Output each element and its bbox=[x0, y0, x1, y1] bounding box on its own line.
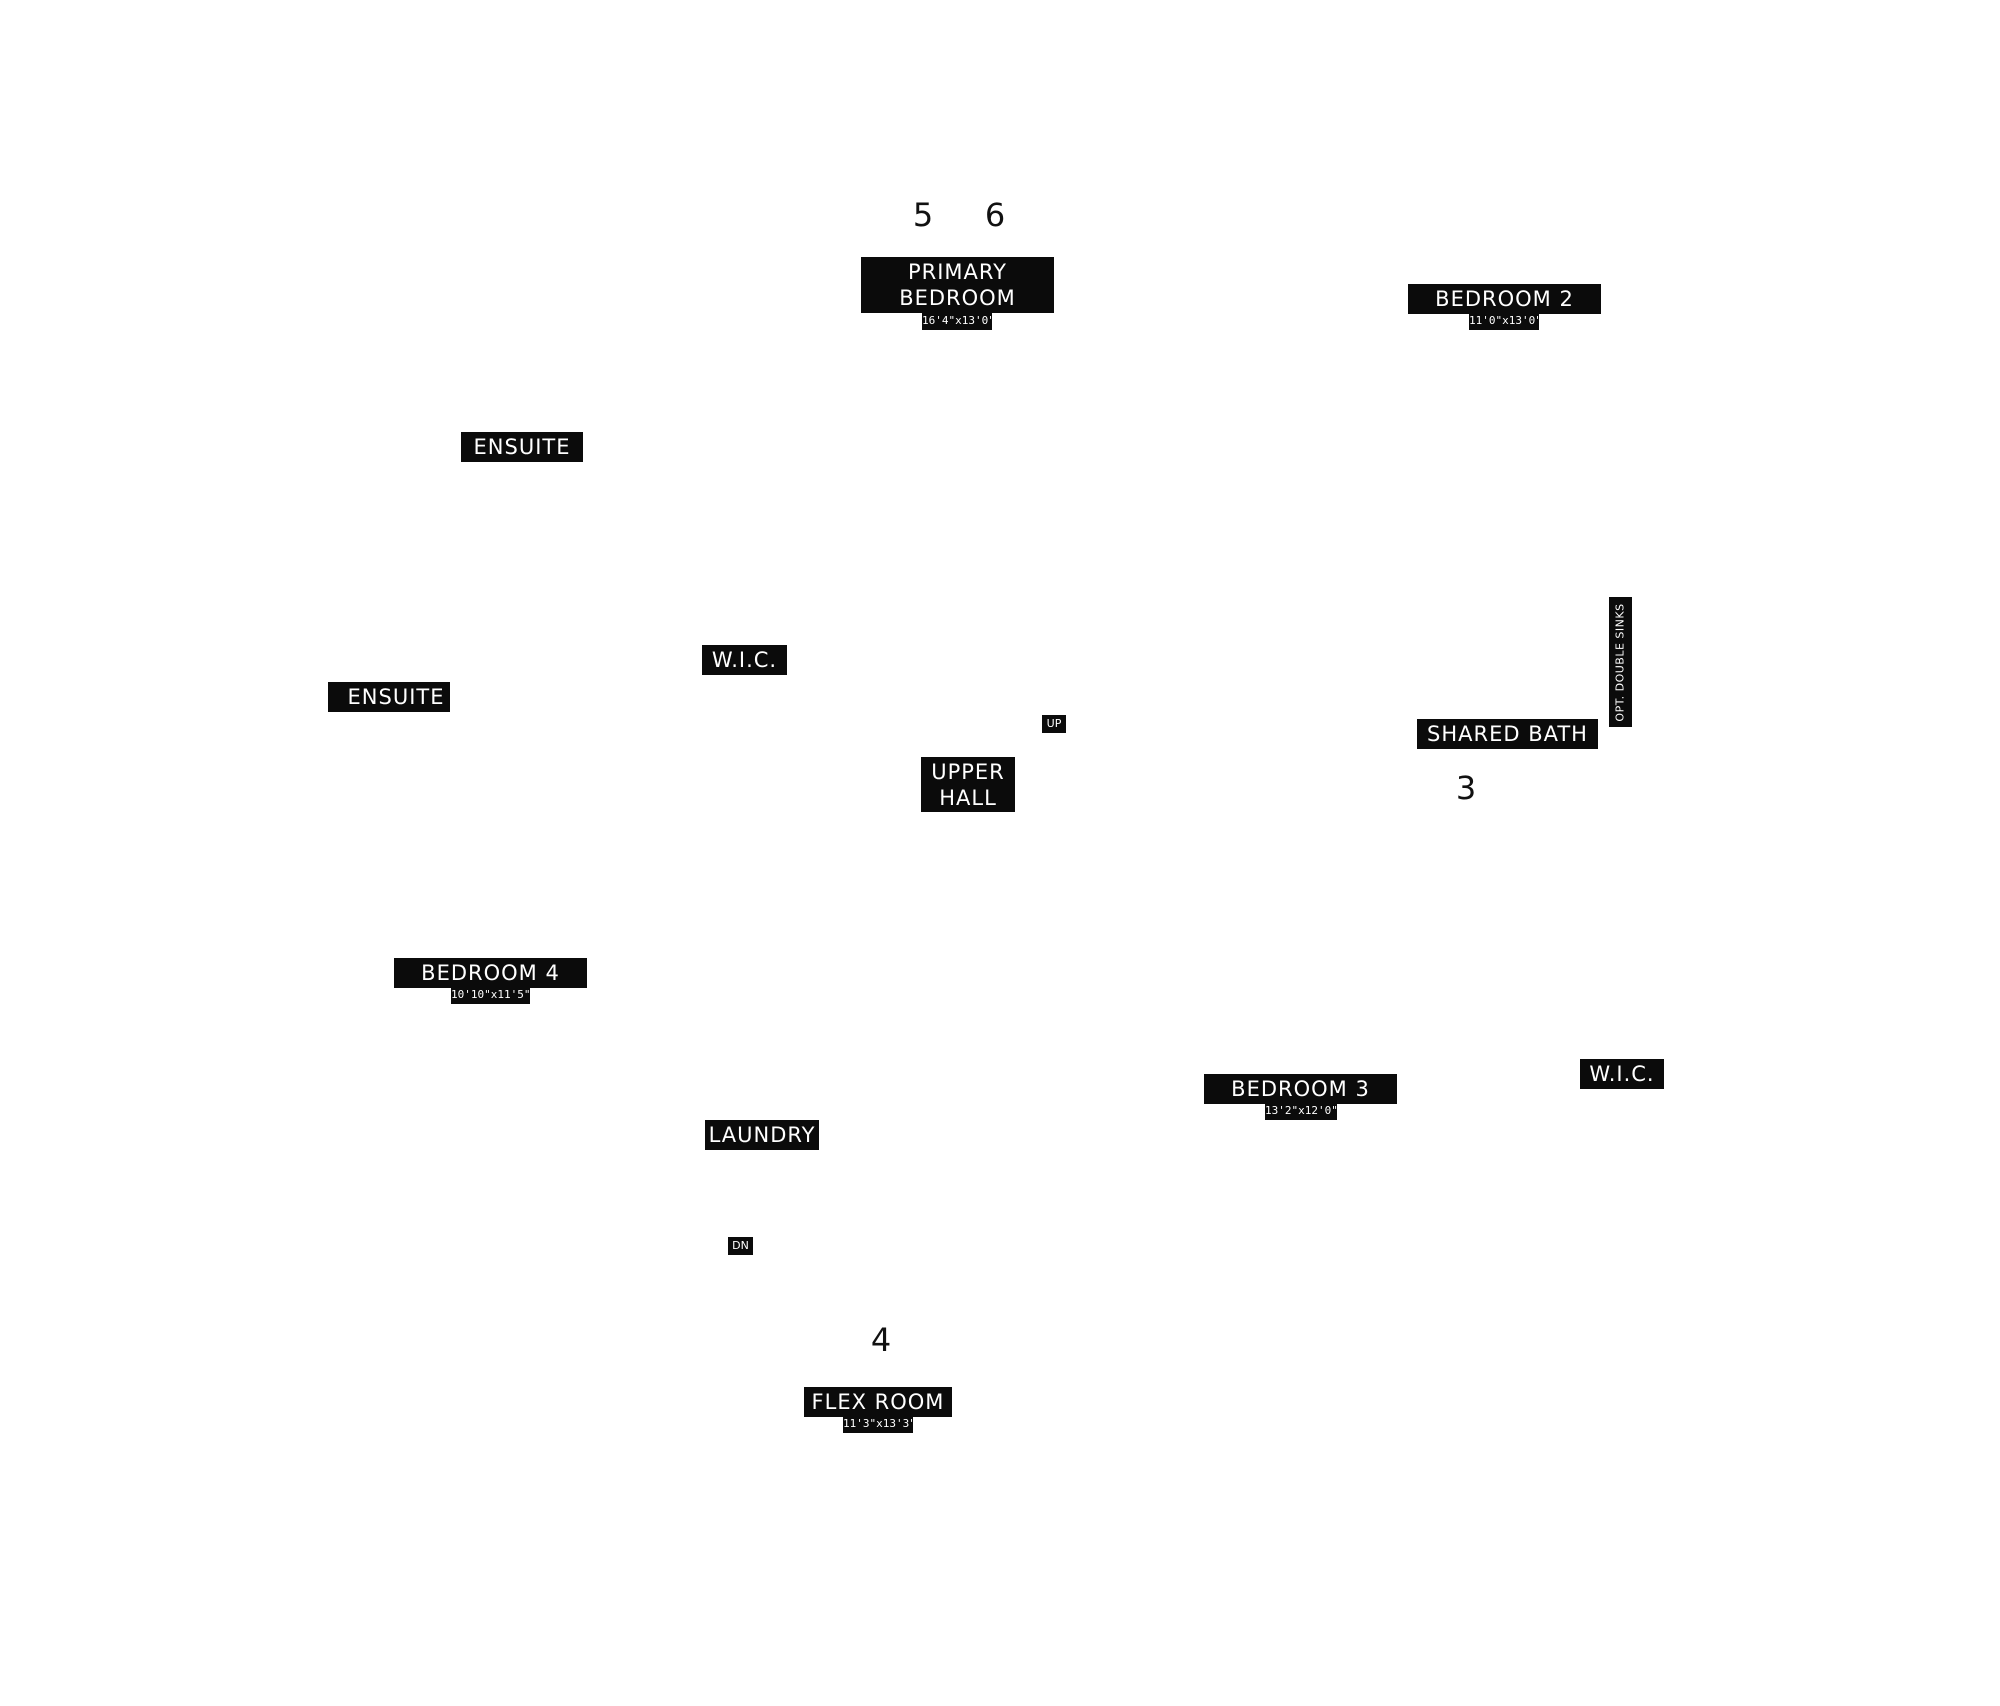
room-label-bedroom-4: BEDROOM 4 bbox=[394, 958, 587, 988]
opt-double-sinks-note: OPT. DOUBLE SINKS bbox=[1609, 597, 1632, 727]
room-label-shared-bath: SHARED BATH bbox=[1417, 719, 1598, 749]
room-dimensions-flex-room: 11'3"x13'3" bbox=[843, 1415, 916, 1433]
room-label-bedroom-3: BEDROOM 3 bbox=[1204, 1074, 1397, 1104]
room-dimensions-bedroom-2: 11'0"x13'0" bbox=[1469, 312, 1542, 330]
room-name-line-1: PRIMARY bbox=[907, 260, 1007, 284]
room-label-primary-bedroom: PRIMARY BEDROOM bbox=[861, 257, 1054, 313]
opt-double-sinks-text: OPT. DOUBLE SINKS bbox=[1614, 602, 1627, 722]
room-dimensions-primary-bedroom: 16'4"x13'0" bbox=[922, 312, 995, 330]
room-label-flex-room: FLEX ROOM bbox=[804, 1387, 952, 1417]
room-dimensions-bedroom-4: 10'10"x11'5" bbox=[451, 986, 530, 1004]
room-label-bedroom-2: BEDROOM 2 bbox=[1408, 284, 1601, 314]
room-label-wic-left: W.I.C. bbox=[702, 645, 787, 675]
room-label-wic-right: W.I.C. bbox=[1580, 1059, 1664, 1089]
view-number-6: 6 bbox=[984, 196, 1006, 234]
room-label-ensuite-lower: ENSUITE bbox=[328, 682, 450, 712]
room-dimensions-bedroom-3: 13'2"x12'0" bbox=[1265, 1102, 1338, 1120]
room-label-ensuite-upper: ENSUITE bbox=[461, 432, 583, 462]
view-number-3: 3 bbox=[1455, 769, 1477, 807]
view-number-5: 5 bbox=[912, 196, 934, 234]
stair-up-tag: UP bbox=[1042, 715, 1066, 733]
room-name-line-2: BEDROOM bbox=[899, 286, 1016, 310]
room-name-line-2: HALL bbox=[939, 786, 997, 810]
room-label-upper-hall: UPPER HALL bbox=[921, 757, 1015, 812]
room-label-laundry: LAUNDRY bbox=[705, 1120, 819, 1150]
room-name-line-1: UPPER bbox=[931, 760, 1005, 784]
view-number-4: 4 bbox=[870, 1321, 892, 1359]
stair-down-tag: DN bbox=[728, 1237, 753, 1255]
